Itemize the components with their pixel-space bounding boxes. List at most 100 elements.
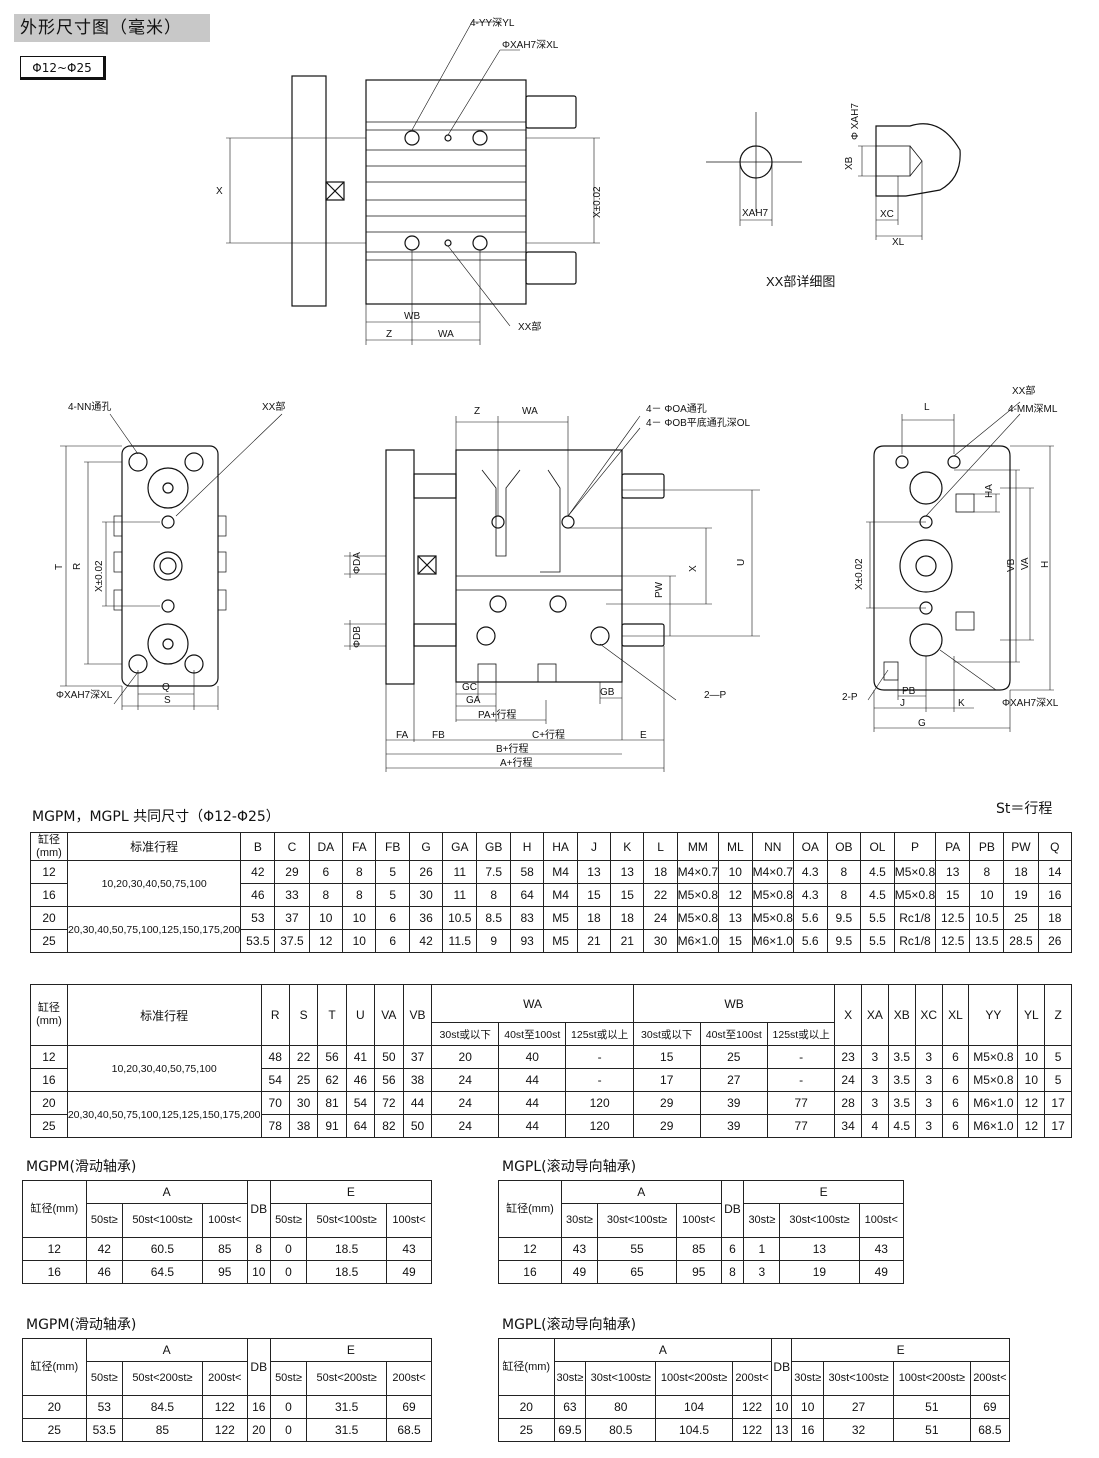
standard-stroke-cell: 10,20,30,40,50,75,100 <box>66 1045 262 1092</box>
table-cell: 44 <box>498 1114 567 1138</box>
header-cell: H <box>509 832 545 861</box>
bore-cell: 12 <box>22 1237 87 1261</box>
table-cell: 8 <box>246 1237 271 1261</box>
label-a-stroke: A+行程 <box>500 756 533 769</box>
table-cell: 49 <box>858 1260 904 1284</box>
header-cell: VB <box>402 984 433 1046</box>
bore-cell: 12 <box>30 1045 68 1069</box>
subheader-cell: 50st≥ <box>269 1361 308 1396</box>
table-cell: 50 <box>402 1114 433 1138</box>
table-cell: M6×1.0 <box>751 929 794 953</box>
table-cell: 42 <box>85 1237 123 1261</box>
table-cell: 29 <box>274 860 310 884</box>
subheader-cell: 200st< <box>201 1361 248 1396</box>
header-cell: XL <box>941 984 970 1046</box>
header-standard-stroke: 标准行程 <box>66 832 242 861</box>
table-cell: 4.5 <box>860 883 895 907</box>
header-wa: WA <box>431 984 634 1023</box>
common-dimensions-table-2: 缸径(mm) 标准行程 R S T U VA VB WA WB X XA XB … <box>30 984 1072 1138</box>
table-cell: 15 <box>632 1045 701 1069</box>
table-cell: 6 <box>375 906 410 930</box>
table-cell: 37 <box>274 906 310 930</box>
header-wb: WB <box>632 984 836 1023</box>
table-cell: 29 <box>632 1091 701 1115</box>
table-cell: 26 <box>1037 929 1073 953</box>
label-xa-h7: XAH7 <box>742 208 769 219</box>
table-cell: 4 <box>860 1114 889 1138</box>
subheader-cell: 125st或以上 <box>565 1022 634 1046</box>
bore-cell: 16 <box>498 1260 562 1284</box>
label-wa: WA <box>438 329 454 340</box>
table-cell: 6 <box>375 929 410 953</box>
header-cell: R <box>260 984 290 1046</box>
header-cell: PA <box>935 832 971 861</box>
table-cell: 69 <box>386 1395 432 1419</box>
header-standard-stroke: 标准行程 <box>66 984 262 1046</box>
table-cell: 8 <box>476 883 511 907</box>
subheader-cell: 30st≥ <box>743 1203 781 1238</box>
table-cell: 15 <box>576 883 612 907</box>
table-cell: 11 <box>442 860 478 884</box>
label-phi-da: ΦDA <box>352 552 363 574</box>
table-cell: M5×0.8 <box>751 906 794 930</box>
table-cell: 37.5 <box>274 929 310 953</box>
header-cell: DA <box>308 832 344 861</box>
bore-cell: 25 <box>498 1418 555 1442</box>
table-cell: 6 <box>941 1068 970 1092</box>
table-cell: 5 <box>375 860 410 884</box>
table-cell: 10.5 <box>969 906 1005 930</box>
label-gc: GC <box>462 682 477 693</box>
front-view <box>60 413 283 710</box>
header-cell: PB <box>969 832 1005 861</box>
table-cell: 25 <box>288 1068 319 1092</box>
table-cell: 39 <box>699 1114 768 1138</box>
table-cell: 42 <box>240 860 276 884</box>
table-cell: 17 <box>1044 1114 1072 1138</box>
subheader-cell: 200st< <box>731 1361 773 1396</box>
table-cell: 10 <box>718 860 753 884</box>
table-cell: 27 <box>699 1068 768 1092</box>
subheader-cell: 30st≥ <box>791 1361 825 1396</box>
table-cell: 23 <box>834 1045 862 1069</box>
table-cell: 5.5 <box>860 929 895 953</box>
table-cell: M5×0.8 <box>676 906 720 930</box>
table-cell: 13.5 <box>969 929 1005 953</box>
bore-cell: 20 <box>30 1091 68 1115</box>
table-cell: 12 <box>718 883 753 907</box>
table-cell: 58 <box>509 860 545 884</box>
table-cell: 22 <box>288 1045 319 1069</box>
table-cell: 30 <box>288 1091 319 1115</box>
table-cell: 82 <box>374 1114 404 1138</box>
table-cell: 44 <box>402 1091 433 1115</box>
header-e: E <box>743 1180 904 1204</box>
table-cell: 3.5 <box>887 1068 916 1092</box>
label-mm-depth: 4-MM深ML <box>1008 403 1058 415</box>
label-wa-side: WA <box>522 406 538 417</box>
table-cell: 104.5 <box>655 1418 733 1442</box>
header-cell: XB <box>887 984 916 1046</box>
table-cell: M5 <box>543 929 578 953</box>
label-r: R <box>72 563 83 570</box>
table-cell: 12 <box>308 929 344 953</box>
table-cell: 8 <box>969 860 1005 884</box>
table-cell: 56 <box>317 1045 347 1069</box>
table-cell: 91 <box>317 1114 347 1138</box>
subheader-cell: 100st<200st≥ <box>892 1361 971 1396</box>
table-cell: Rc1/8 <box>893 929 937 953</box>
table-cell: 60.5 <box>121 1237 203 1261</box>
table-cell: 4.3 <box>792 860 828 884</box>
header-cell: GA <box>442 832 478 861</box>
label-u: U <box>736 559 747 566</box>
table-cell: 93 <box>509 929 545 953</box>
table-cell: 62 <box>317 1068 347 1092</box>
table-cell: 10 <box>1017 1045 1046 1069</box>
label-k: K <box>958 698 965 709</box>
header-cell: MM <box>676 832 720 861</box>
label-s: S <box>164 695 171 706</box>
